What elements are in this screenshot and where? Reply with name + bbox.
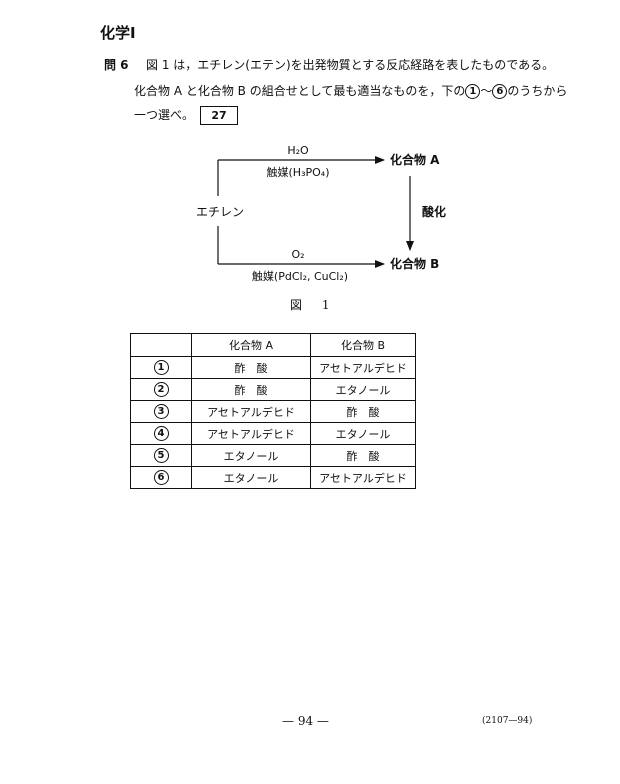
- start-compound: エチレン: [196, 205, 244, 219]
- option-number: 4: [153, 426, 169, 441]
- compound-b-cell: アセトアルデヒド: [310, 466, 416, 489]
- options-table: 化合物 A 化合物 B 1 酢 酸 アセトアルデヒド 2 酢 酸 エタノール 3…: [130, 333, 416, 489]
- compound-a-cell: 酢 酸: [191, 356, 311, 379]
- answer-box: 27: [200, 106, 239, 125]
- compound-a-cell: エタノール: [191, 466, 311, 489]
- upper-catalyst: 触媒(H₃PO₄): [267, 165, 330, 179]
- page-number: — 94 —: [282, 714, 329, 728]
- figure-caption: 図 1: [290, 298, 338, 312]
- option-number-cell: 5: [130, 444, 192, 467]
- subject-title: 化学Ⅰ: [100, 24, 136, 42]
- table-row: 4 アセトアルデヒド エタノール: [130, 422, 416, 445]
- table-row: 5 エタノール 酢 酸: [130, 444, 416, 467]
- option-number-cell: 6: [130, 466, 192, 489]
- choice-range-end: 6: [492, 84, 508, 99]
- compound-a-cell: 酢 酸: [191, 378, 311, 401]
- compound-b-cell: 酢 酸: [310, 400, 416, 423]
- option-number: 2: [153, 382, 169, 397]
- option-number-cell: 2: [130, 378, 192, 401]
- question-text-line2-a: 化合物 A と化合物 B の組合せとして最も適当なものを，下の: [134, 84, 466, 98]
- option-number: 3: [153, 404, 169, 419]
- compound-a-cell: エタノール: [191, 444, 311, 467]
- table-row: 6 エタノール アセトアルデヒド: [130, 466, 416, 489]
- compound-b-cell: エタノール: [310, 422, 416, 445]
- product-a: 化合物 A: [390, 152, 440, 167]
- reaction-diagram: エチレン H₂O 触媒(H₃PO₄) 化合物 A 酸化 O₂ 触媒(PdCl₂,…: [196, 144, 446, 283]
- compound-b-cell: 酢 酸: [310, 444, 416, 467]
- question-instruction: 一つ選べ。: [134, 108, 195, 122]
- question-text-line3: 一つ選べ。 27: [134, 106, 239, 125]
- header-compound-a: 化合物 A: [191, 333, 311, 357]
- lower-catalyst: 触媒(PdCl₂, CuCl₂): [252, 269, 348, 283]
- table-header-row: 化合物 A 化合物 B: [130, 333, 416, 357]
- table-row: 3 アセトアルデヒド 酢 酸: [130, 400, 416, 423]
- compound-b-cell: エタノール: [310, 378, 416, 401]
- choice-range-tilde: 〜: [480, 84, 493, 98]
- question-text-line2-b: のうちから: [507, 84, 568, 98]
- lower-reagent: O₂: [291, 248, 304, 261]
- table-row: 2 酢 酸 エタノール: [130, 378, 416, 401]
- exam-code: (2107—94): [482, 716, 533, 726]
- upper-reagent: H₂O: [287, 144, 309, 157]
- choice-range-start: 1: [465, 84, 481, 99]
- option-number: 1: [153, 360, 169, 375]
- option-number: 6: [153, 470, 169, 485]
- option-number-cell: 1: [130, 356, 192, 379]
- header-empty: [130, 333, 192, 357]
- product-b: 化合物 B: [390, 256, 439, 271]
- question-number: 問 6: [104, 58, 129, 72]
- question-text-line1: 図 1 は，エチレン(エテン)を出発物質とする反応経路を表したものである。: [146, 58, 555, 72]
- oxidation-label: 酸化: [422, 204, 446, 219]
- option-number-cell: 3: [130, 400, 192, 423]
- compound-b-cell: アセトアルデヒド: [310, 356, 416, 379]
- table-row: 1 酢 酸 アセトアルデヒド: [130, 356, 416, 379]
- option-number-cell: 4: [130, 422, 192, 445]
- option-number: 5: [153, 448, 169, 463]
- header-compound-b: 化合物 B: [310, 333, 416, 357]
- compound-a-cell: アセトアルデヒド: [191, 422, 311, 445]
- compound-a-cell: アセトアルデヒド: [191, 400, 311, 423]
